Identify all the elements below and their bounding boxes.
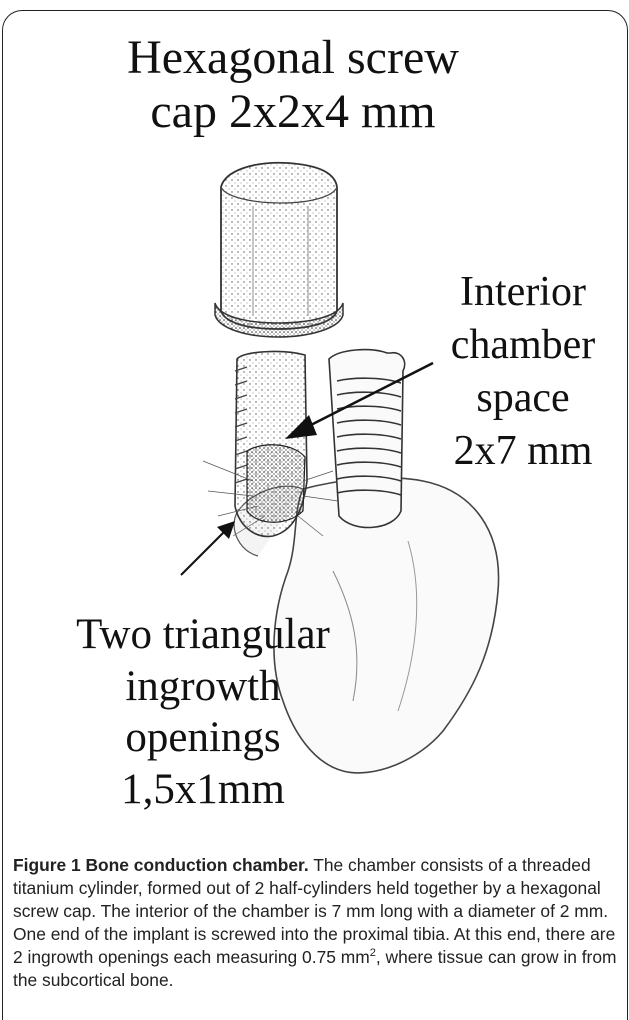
openings-label-line: Two triangular	[23, 609, 383, 661]
interior-chamber-label: Interior chamber space 2x7 mm	[423, 266, 623, 478]
interior-chamber-label-line: 2x7 mm	[423, 425, 623, 478]
interior-chamber-label-line: chamber	[423, 319, 623, 372]
right-half-cylinder-drawing	[329, 350, 405, 528]
figure-panel: Hexagonal screw cap 2x2x4 mm Interior ch…	[2, 10, 628, 1020]
openings-label-line: ingrowth	[23, 661, 383, 713]
openings-label-line: openings	[23, 712, 383, 764]
interior-chamber-label-line: Interior	[423, 266, 623, 319]
openings-label: Two triangular ingrowth openings 1,5x1mm	[23, 609, 383, 815]
figure-caption: Figure 1 Bone conduction chamber. The ch…	[13, 854, 619, 992]
caption-title: Figure 1 Bone conduction chamber.	[13, 855, 309, 875]
interior-chamber-label-line: space	[423, 372, 623, 425]
screw-cap-label-line: Hexagonal screw	[3, 31, 583, 85]
openings-arrow	[181, 521, 235, 575]
screw-cap-drawing	[215, 163, 343, 337]
openings-label-line: 1,5x1mm	[23, 764, 383, 816]
screw-cap-label-line: cap 2x2x4 mm	[3, 85, 583, 139]
screw-cap-label: Hexagonal screw cap 2x2x4 mm	[3, 31, 583, 139]
